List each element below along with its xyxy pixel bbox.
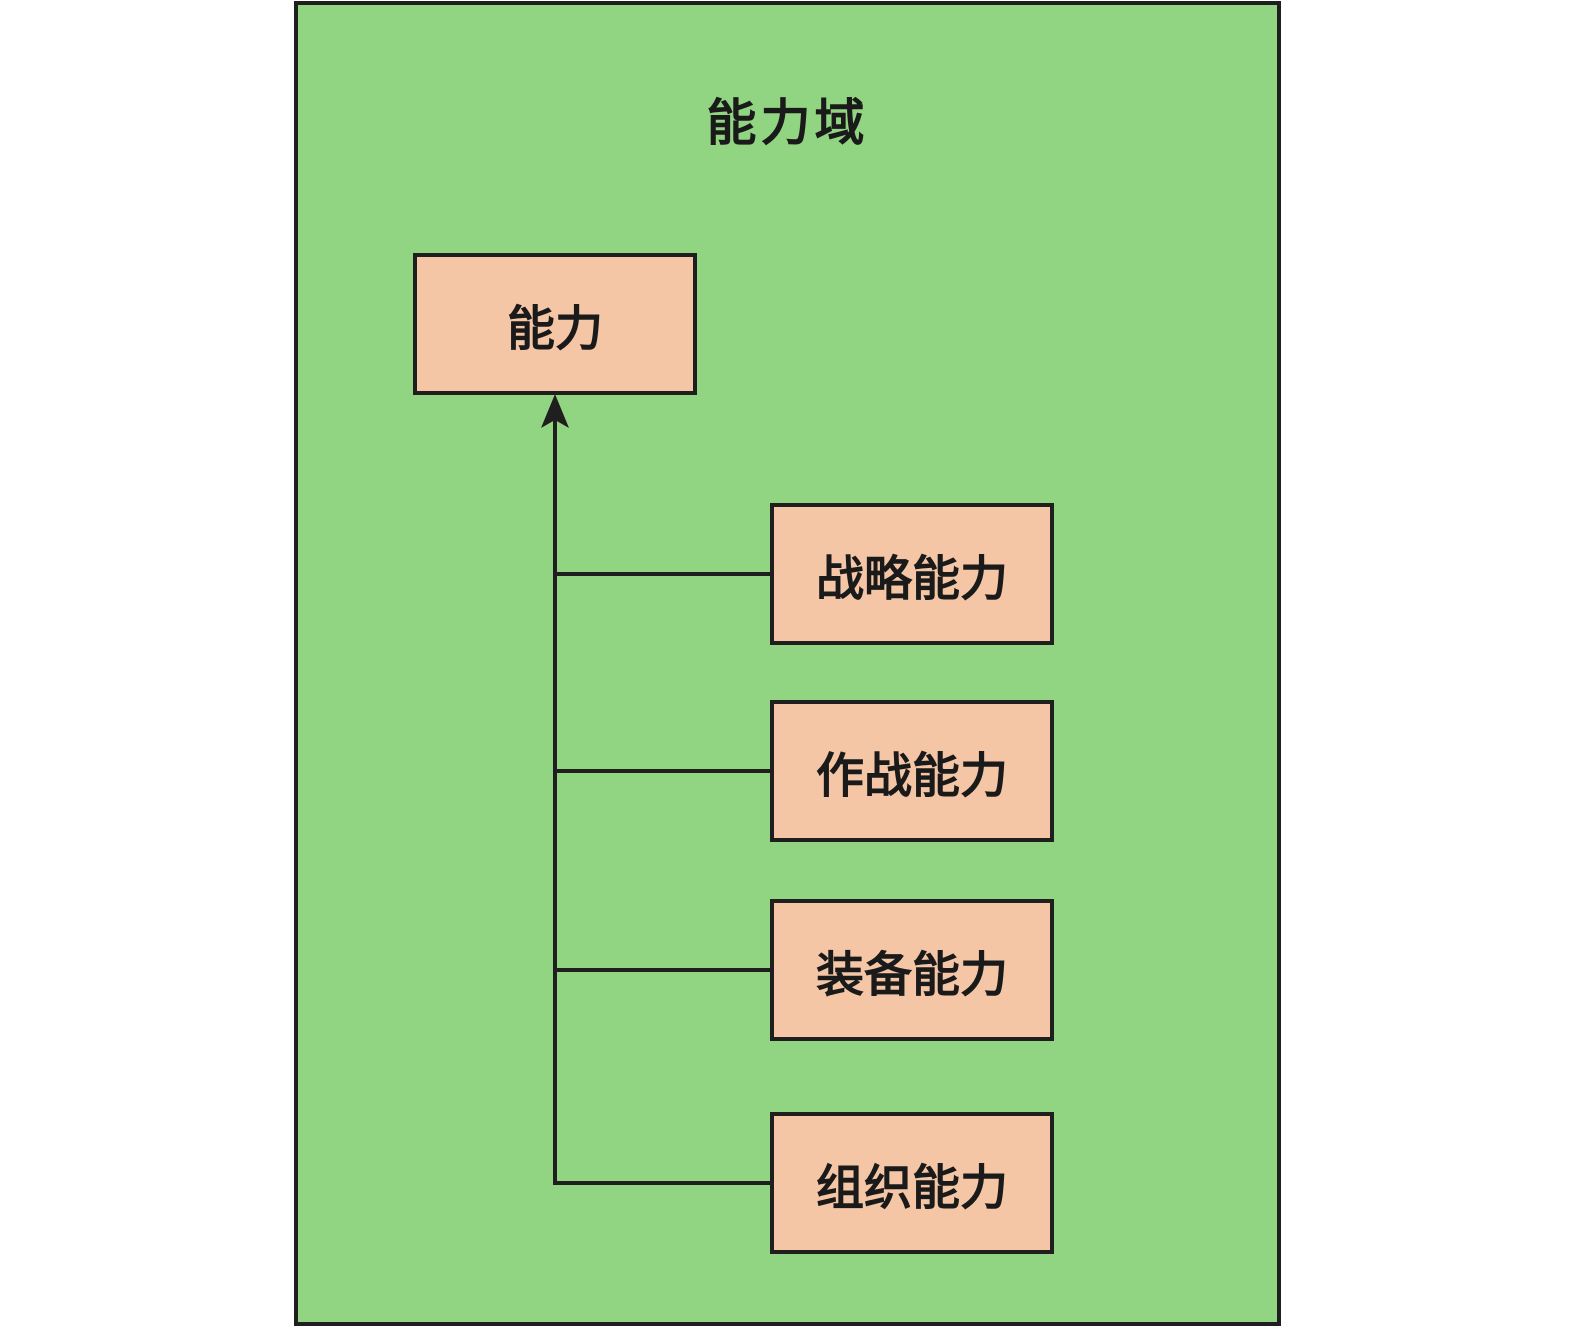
node-capability: 能力	[413, 253, 697, 395]
node-strategic-capability-label: 战略能力	[815, 553, 1008, 606]
domain-title: 能力域	[706, 95, 869, 151]
node-organizational-capability: 组织能力	[770, 1112, 1054, 1254]
capability-domain-box: 能力域	[294, 1, 1281, 1326]
node-equipment-capability: 装备能力	[770, 899, 1054, 1041]
node-combat-capability-label: 作战能力	[815, 750, 1008, 803]
node-capability-label: 能力	[506, 303, 603, 356]
node-organizational-capability-label: 组织能力	[815, 1162, 1008, 1215]
node-equipment-capability-label: 装备能力	[815, 949, 1008, 1002]
node-combat-capability: 作战能力	[770, 700, 1054, 842]
node-strategic-capability: 战略能力	[770, 503, 1054, 645]
